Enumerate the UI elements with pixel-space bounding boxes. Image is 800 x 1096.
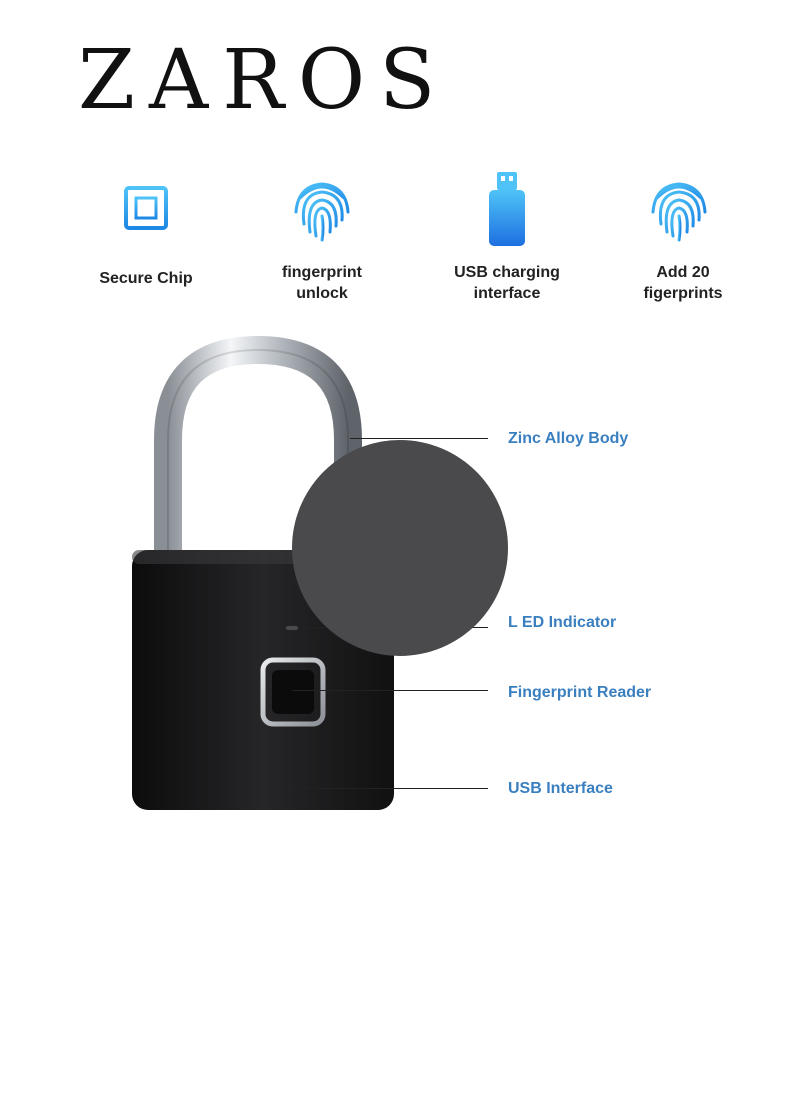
feature-secure-chip: Secure Chip <box>61 168 231 289</box>
feature-label-line2: unlock <box>296 285 348 302</box>
feature-label-line1: USB charging <box>454 264 560 281</box>
feature-label-line2: interface <box>473 285 541 302</box>
feature-usb-charging: USB charging interface <box>422 168 592 304</box>
overlay-circle <box>292 440 508 656</box>
feature-label: Add 20 figerprints <box>598 262 768 304</box>
shackle <box>154 335 362 560</box>
feature-label-line1: Secure Chip <box>99 270 193 287</box>
feature-label: Secure Chip <box>61 268 231 289</box>
feature-label-line1: fingerprint <box>282 264 362 281</box>
feature-label-line2: figerprints <box>643 285 723 302</box>
callout-fingerprint-reader: Fingerprint Reader <box>508 684 652 701</box>
callout-line-reader <box>292 690 488 691</box>
feature-label: USB charging interface <box>422 262 592 304</box>
fingerprint-icon <box>294 182 350 242</box>
fingerprint-add-icon <box>651 182 718 242</box>
fingerprint-reader <box>260 657 326 727</box>
led-indicator <box>286 626 298 630</box>
feature-add-fingerprints: Add 20 figerprints <box>598 168 768 304</box>
callout-usb-interface: USB Interface <box>508 780 613 797</box>
callout-led-indicator: L ED Indicator <box>508 614 617 631</box>
brand-logo: ZAROS <box>78 33 450 128</box>
callout-zinc-alloy-body: Zinc Alloy Body <box>508 430 629 447</box>
callout-line-body <box>350 438 488 439</box>
usb-icon <box>489 172 525 246</box>
feature-fingerprint-unlock: fingerprint unlock <box>237 168 407 304</box>
feature-label-line1: Add 20 <box>656 264 710 281</box>
chip-icon <box>116 178 176 238</box>
feature-row: Secure Chip fingerprint unlock <box>0 168 800 318</box>
callout-line-usb <box>288 788 488 789</box>
feature-label: fingerprint unlock <box>237 262 407 304</box>
